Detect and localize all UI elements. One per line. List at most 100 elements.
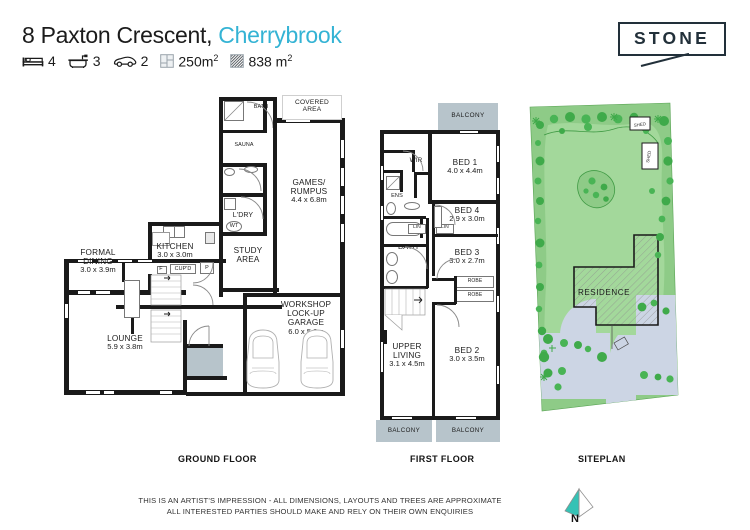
disclaimer-line-1: THIS IS AN ARTIST'S IMPRESSION - ALL DIM… [138,496,502,505]
spec-carspaces: 2 [113,53,148,69]
wall [432,234,498,237]
room-games-name1: GAMES/ [292,178,326,187]
wall [432,302,456,305]
room-garage-dim: 6.0 x 5.3m [288,326,324,336]
room-bed3-dim: 3.0 x 2.7m [449,256,485,266]
logo-text: STONE [634,28,710,48]
room-dining-name2: DINING [83,257,113,267]
spec-bedrooms-value: 4 [48,53,56,70]
kitchen-label-f: F [159,266,163,272]
header: 8 Paxton Crescent, Cherrybrook 4 [0,0,750,86]
wall [183,320,187,392]
spec-bedrooms: 4 [22,53,56,69]
covered-area-name2: AREA [302,106,322,114]
floorplan-icon [160,54,175,69]
door-swing-icon [192,284,214,306]
wall [186,392,345,396]
room-garage-name1: WORKSHOP [280,300,332,309]
residence-footprint [573,234,659,326]
wall [263,163,267,235]
spec-floorarea-unit: 2 [213,53,219,63]
bed-icon [22,57,44,67]
spec-landarea-value: 838 m2 [248,53,292,70]
room-study-name2: AREA [236,255,260,265]
wall [122,262,125,282]
residence-label: RESIDENCE [578,288,630,297]
spec-floorarea-number: 250m [178,53,214,70]
window [64,304,69,318]
siteplan-svg: RESIDENCE SHED SHED [529,102,679,412]
wall [412,150,415,172]
wall [131,318,134,334]
wall [384,286,428,289]
wall [263,97,267,133]
compass-icon [564,487,594,518]
wall [432,304,435,416]
spec-floorarea-value: 250m2 [178,53,218,70]
page-title: 8 Paxton Crescent, Cherrybrook [22,22,342,49]
shed-label-1: SHED [633,121,646,128]
wall [219,193,267,197]
property-specs: 4 3 2 [22,53,292,70]
shower-diagonal-icon [224,101,244,121]
room-bed1-name: BED 1 [452,158,478,167]
room-garage-name2: LOCK-UP [287,309,325,319]
spec-landarea-number: 838 m [248,53,288,70]
wall [380,416,500,420]
room-upper-name1: UPPER [392,342,422,351]
covered-area-name1: COVERED [294,99,329,106]
window [104,390,114,395]
staircase-icon [384,288,426,331]
spec-landarea: 838 m2 [230,53,292,70]
door-swing-icon [188,325,210,347]
balcony-bottom-right-label: BALCONY [451,427,485,434]
room-dining-dim: 3.0 x 3.9m [80,265,116,275]
door-swing-icon [436,258,458,280]
wall [428,200,498,204]
balcony-bottom-left-label: BALCONY [387,427,421,434]
kitchen-label-cupd: CUP'D [174,266,192,272]
room-upper-name2: LIVING [392,351,422,361]
room-laundry: L'DRY [232,212,254,219]
window [496,178,500,194]
room-bed2-dim: 3.0 x 3.5m [449,354,485,364]
caption-first-floor: FIRST FLOOR [410,454,475,464]
window [380,206,384,220]
trees-group [532,112,674,391]
room-study-area: STUDY AREA [222,246,274,264]
wall [219,97,223,297]
land-icon [230,54,245,69]
window [96,290,110,295]
wall [273,118,277,293]
wall [384,330,387,344]
room-lounge-dim: 5.9 x 3.8m [107,342,143,352]
room-bed2-name: BED 2 [454,346,480,355]
street-address: 8 Paxton Crescent, [22,22,213,48]
laundry-label-wt: WT [229,223,239,229]
linen-label-2: LIN [441,225,449,230]
window [496,296,500,312]
spec-bathrooms-value: 3 [92,53,101,70]
room-bed1-dim: 4.0 x 4.4m [447,166,483,176]
window [118,259,132,263]
disclaimer-line-2: ALL INTERESTED PARTIES SHOULD MAKE AND R… [166,507,474,516]
wall [64,290,69,395]
toilet-fixture [386,270,398,284]
wall [186,305,282,309]
window [340,140,345,158]
room-sauna: SAUNA [234,142,254,148]
stone-logo: STONE [618,22,728,67]
robe-label-2: ROBE [467,292,483,298]
room-bath-gf: BATH [253,104,269,110]
wall [148,222,152,260]
room-bed4-name: BED 4 [454,206,480,215]
window [340,196,345,214]
pantry-fixture [200,262,214,274]
room-upper-living: UPPER LIVING 3.1 x 4.5m [380,342,434,369]
room-bed2: BED 2 3.0 x 3.5m [438,346,496,364]
wall [243,293,247,396]
disclaimer: THIS IS AN ARTIST'S IMPRESSION - ALL DIM… [0,495,640,517]
balcony-bottom-right [436,420,500,442]
wall [187,344,223,348]
washtub-fixture [226,221,242,232]
